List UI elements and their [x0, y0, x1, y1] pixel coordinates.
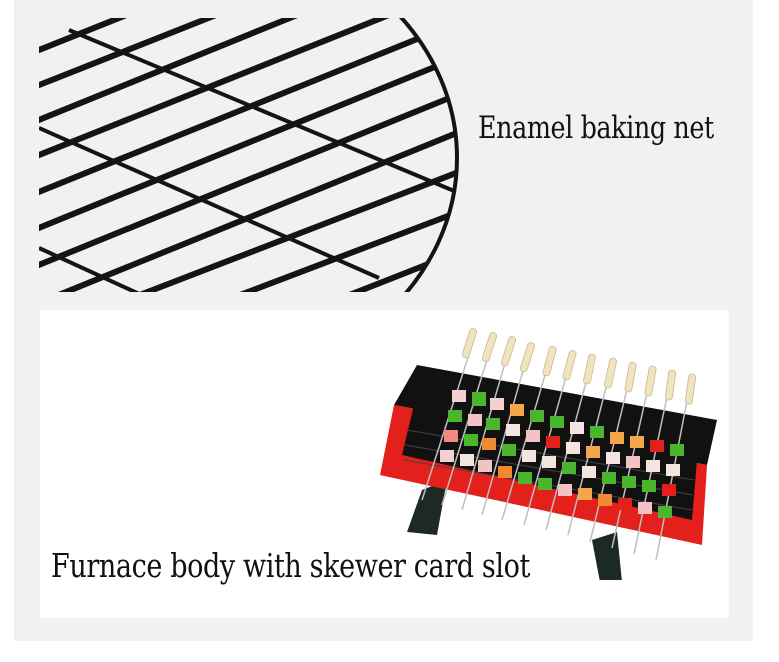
- caption-furnace-body: Furnace body with skewer card slot: [51, 546, 530, 585]
- enamel-grill-grate-image: [39, 18, 464, 292]
- caption-enamel-baking-net: Enamel baking net: [478, 110, 714, 146]
- red-bbq-grill-image: [362, 320, 732, 582]
